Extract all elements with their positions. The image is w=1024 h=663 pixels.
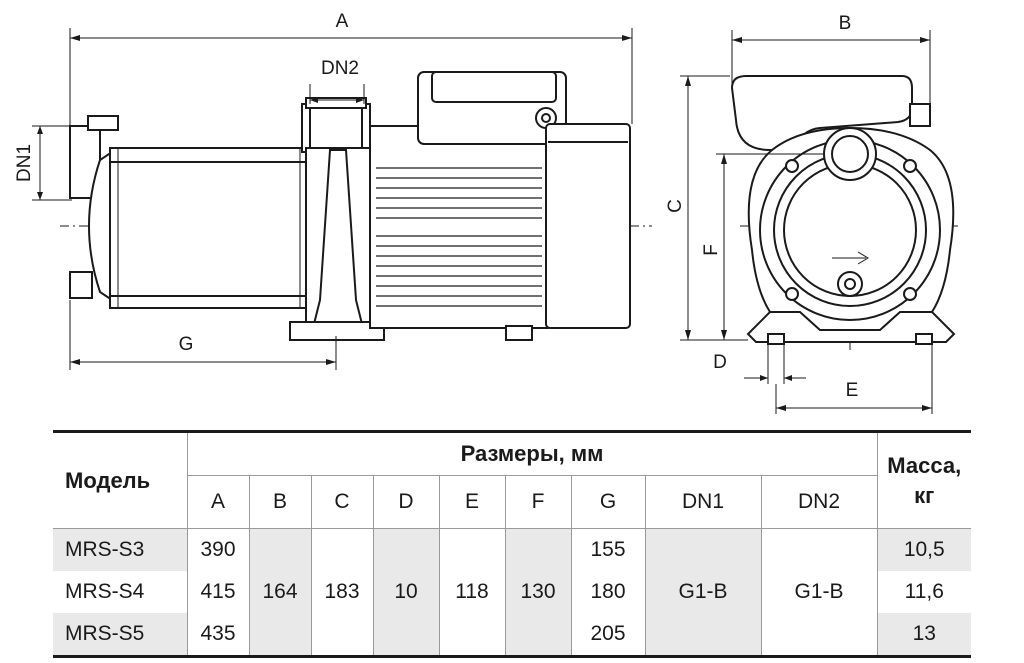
dim-label-dn2: DN2 (321, 58, 359, 79)
col-header-g: G (570, 475, 645, 529)
model-name: MRS-S3 (53, 528, 187, 571)
cell-f: 130 (504, 528, 571, 658)
model-name: MRS-S4 (65, 580, 145, 603)
col-header-a: A (186, 475, 249, 529)
mass-header-line1: Масса, (887, 452, 962, 478)
cell-b: 164 (248, 528, 311, 658)
dim-label-c: C (665, 199, 686, 213)
pump-front-view (730, 75, 962, 350)
table-row: MRS-S3 390 164 183 10 118 130 155 G1-B G… (53, 528, 971, 658)
pump-dimension-drawing: A DN2 DN1 G (14, 11, 962, 414)
side-view-dimensions: A DN2 DN1 G (14, 11, 633, 370)
col-header-c: C (310, 475, 373, 529)
cell-a: 390 (186, 528, 249, 571)
dim-label-dn1: DN1 (14, 144, 35, 182)
cell-d: 10 (372, 528, 439, 658)
col-header-f: F (504, 475, 571, 529)
cell-c: 183 (310, 528, 373, 658)
dimensions-header: Размеры, мм (186, 430, 877, 476)
cell-mass: 10,5 (876, 528, 971, 571)
model-header: Модель (53, 430, 187, 529)
cell-dn2: G1-B (760, 528, 877, 658)
motor-cooling-fins (376, 167, 542, 307)
col-header-dn1: DN1 (644, 475, 761, 529)
cell-dn1: G1-B (644, 528, 761, 658)
col-header-e: E (438, 475, 505, 529)
dim-label-e: E (846, 380, 859, 401)
table-row: MRS-S4 415 180 11,6 (53, 571, 971, 613)
cell-e: 118 (438, 528, 505, 658)
cell-g: 205 (570, 613, 645, 658)
dim-label-a: A (336, 11, 349, 32)
table-row: MRS-S5 435 205 13 (53, 613, 971, 658)
mass-header-line2: кг (914, 482, 935, 508)
model-name: MRS-S5 (53, 613, 187, 658)
front-view-dimensions: B C F D E (665, 13, 933, 414)
cell-mass: 13 (876, 613, 971, 658)
cell-mass: 11,6 (876, 571, 971, 613)
cell-a: 415 (186, 571, 249, 613)
col-header-dn2: DN2 (760, 475, 877, 529)
cell-g: 180 (570, 571, 645, 613)
dim-label-d: D (713, 352, 727, 373)
col-header-d: D (372, 475, 439, 529)
specifications-table: Модель Размеры, мм Масса, кг A B C D E F… (53, 430, 971, 658)
cell-a: 435 (186, 613, 249, 658)
cell-g: 155 (570, 528, 645, 571)
pump-side-view (60, 71, 652, 341)
mass-header: Масса, кг (876, 430, 971, 529)
col-header-b: B (248, 475, 311, 529)
dim-label-f: F (701, 244, 722, 256)
dim-label-b: B (839, 13, 852, 34)
dim-label-g: G (179, 334, 194, 355)
